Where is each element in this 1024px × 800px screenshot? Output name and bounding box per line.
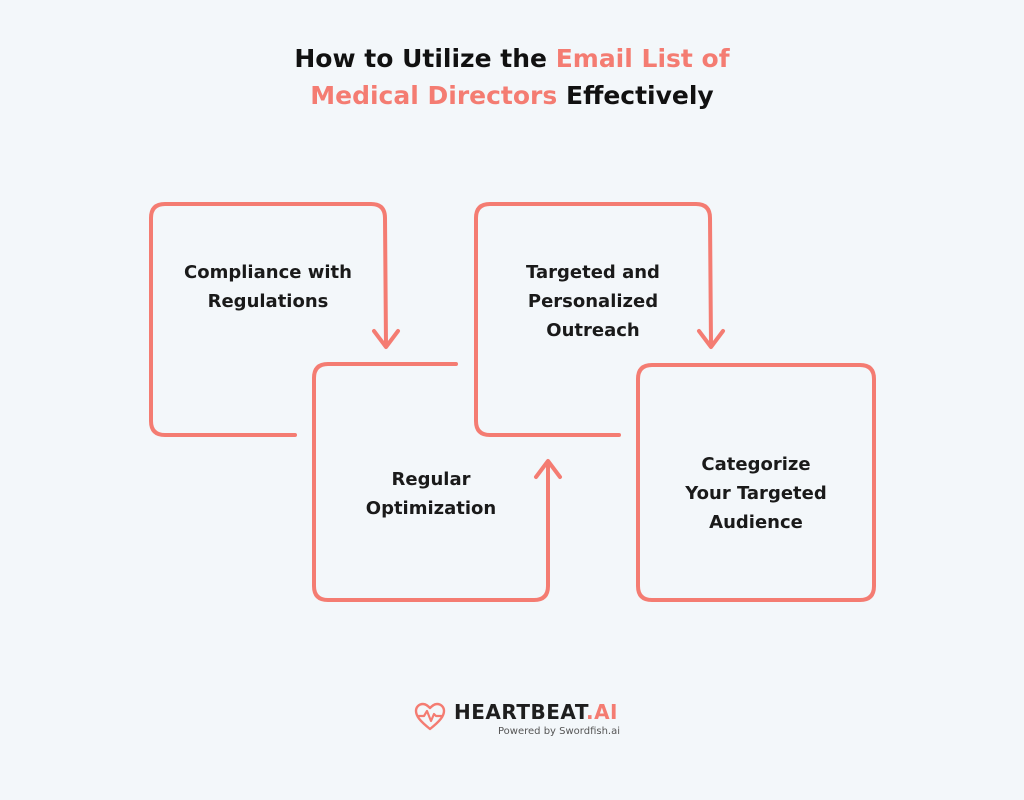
brand-name-suffix: .AI	[585, 700, 618, 724]
brand-name: HEARTBEAT.AI	[454, 700, 618, 724]
heart-pulse-icon	[414, 702, 446, 731]
brand-tagline: Powered by Swordfish.ai	[498, 726, 620, 737]
title-text-highlight: Email List of	[555, 44, 730, 73]
step-label-line: Targeted and	[526, 262, 660, 283]
step-label-line: Compliance with	[184, 262, 352, 283]
title-line-2: Medical Directors Effectively	[0, 77, 1024, 114]
step-box-audience	[636, 363, 876, 602]
step-label-line: Categorize	[701, 454, 811, 475]
step-label-outreach: Targeted and Personalized Outreach	[476, 258, 710, 345]
step-label-optimization: Regular Optimization	[314, 465, 548, 523]
step-label-line: Optimization	[365, 498, 497, 519]
step-label-line: Regulations	[207, 291, 329, 312]
step-label-line: Regular	[391, 469, 471, 490]
step-box-optimization	[312, 362, 550, 602]
title-text-plain: Effectively	[557, 81, 714, 110]
step-label-line: Your Targeted	[685, 483, 827, 504]
step-box-compliance	[149, 202, 388, 437]
title-text-highlight: Medical Directors	[310, 81, 558, 110]
step-label-compliance: Compliance with Regulations	[151, 258, 385, 316]
step-label-line: Outreach	[546, 320, 640, 341]
heartbeat-logo: HEARTBEAT.AI Powered by Swordfish.ai	[414, 700, 624, 742]
step-label-audience: Categorize Your Targeted Audience	[638, 450, 874, 537]
step-label-line: Audience	[709, 512, 803, 533]
brand-name-main: HEARTBEAT	[454, 700, 586, 724]
step-box-outreach	[474, 202, 713, 437]
arrow-down-icon	[372, 329, 400, 349]
step-label-line: Personalized	[527, 291, 659, 312]
arrow-down-icon	[697, 329, 725, 349]
title-text-plain: How to Utilize the	[294, 44, 556, 73]
arrow-up-icon	[534, 459, 562, 479]
page-title: How to Utilize the Email List of Medical…	[0, 40, 1024, 114]
title-line-1: How to Utilize the Email List of	[0, 40, 1024, 77]
